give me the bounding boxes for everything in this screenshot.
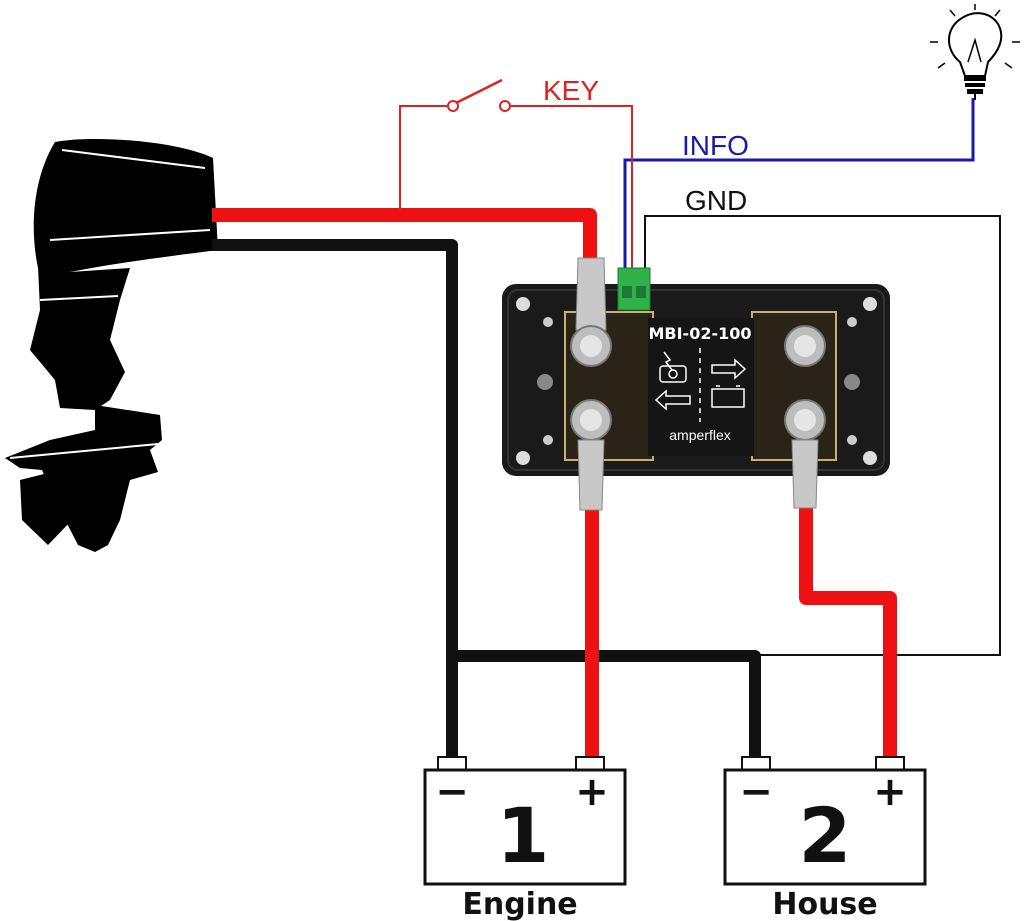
key-wire (399, 105, 633, 272)
engine-symbol-icon (659, 351, 687, 383)
house-battery-cable (799, 505, 897, 762)
device-model: MBI-02-100 (648, 324, 751, 343)
green-terminal-block (617, 267, 651, 311)
battery-engine: − + 1 Engine (423, 756, 627, 921)
house-battery-lug (784, 399, 826, 509)
gnd-wire (644, 215, 1001, 656)
arrow-left-icon (654, 389, 691, 411)
device-brand: amperflex (669, 427, 730, 443)
info-label: INFO (682, 130, 749, 161)
battery-isolator-device: MBI-02-100 amperflex (502, 257, 890, 511)
battery-house-pos: + (873, 769, 907, 815)
info-wire (623, 98, 975, 272)
arrow-right-icon (711, 358, 747, 380)
key-label: KEY (543, 75, 599, 106)
outboard-motor-icon (5, 138, 218, 552)
engine-power-cable (212, 208, 597, 268)
lightbulb-icon (930, 4, 1020, 100)
battery-engine-name: Engine (462, 887, 577, 921)
engine-battery-lug-bottom (570, 399, 612, 511)
battery-house: − + 2 House (723, 756, 927, 921)
engine-ground-cable (212, 239, 761, 760)
gnd-label: GND (685, 185, 747, 216)
key-switch-icon (447, 78, 511, 112)
battery-house-number: 2 (799, 791, 852, 880)
battery-engine-pos: + (575, 769, 609, 815)
battery-engine-number: 1 (497, 791, 550, 880)
battery-symbol-icon (711, 385, 745, 408)
battery-house-name: House (772, 887, 877, 921)
battery-engine-neg: − (435, 769, 469, 815)
house-battery-stud (784, 325, 826, 367)
battery-house-neg: − (739, 769, 773, 815)
engine-battery-lug-top (570, 257, 612, 367)
